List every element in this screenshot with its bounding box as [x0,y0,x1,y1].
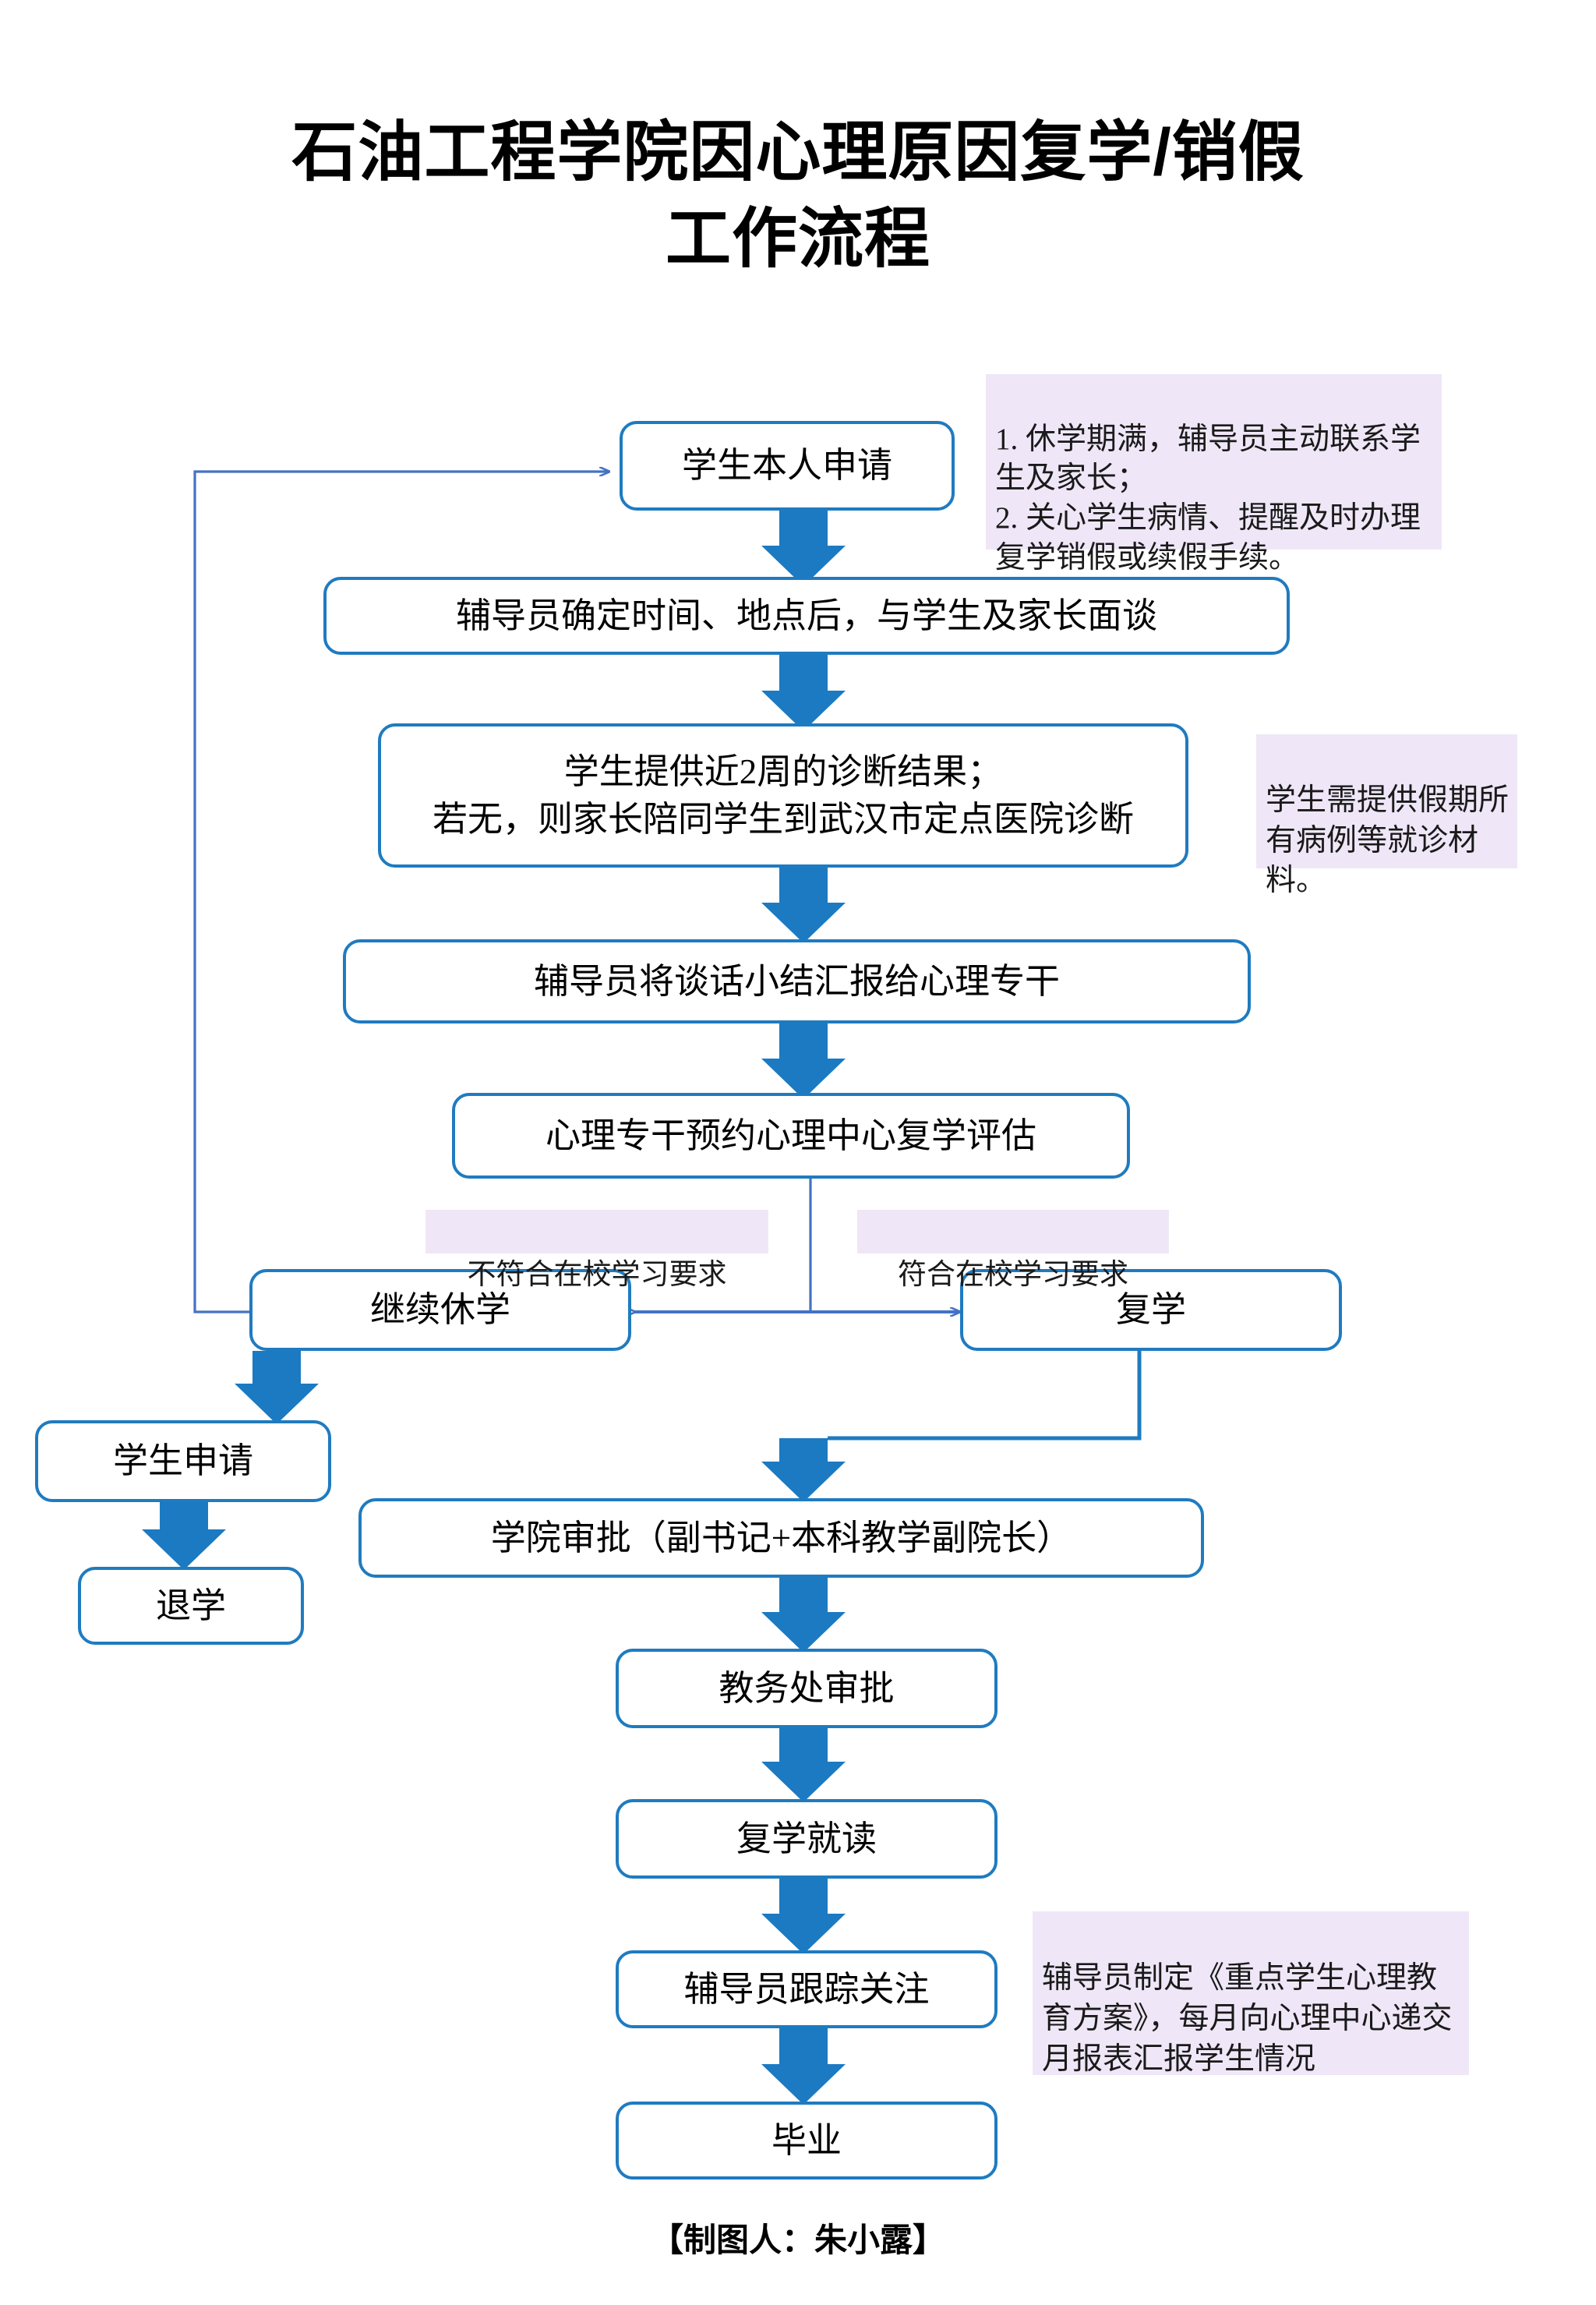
arrow-followup-to-graduate [761,2027,846,2105]
node-label: 教务处审批 [719,1668,895,1708]
node-label: 退学 [155,1586,226,1625]
node-student-request[interactable]: 学生申请 [35,1420,331,1502]
node-continue-leave[interactable]: 继续休学 [249,1269,631,1351]
arrow-request-to-withdraw [142,1501,226,1570]
node-resume-study[interactable]: 复学 [960,1269,1342,1351]
arrow-diagnosis-to-report [761,865,846,943]
node-label: 学生本人申请 [681,446,892,486]
branch-label-text: 符合在校学习要求 [898,1259,1128,1291]
note-text: 学生需提供假期所有病例等就诊材料。 [1266,783,1509,898]
arrow-leave-to-request [235,1351,319,1424]
node-student-apply[interactable]: 学生本人申请 [620,421,955,511]
node-label: 学院审批（副书记+本科教学副院长） [490,1518,1072,1557]
arrow-attend-to-followup [761,1876,846,1954]
title-line-1: 石油工程学院因心理原因复学/销假 [291,115,1305,189]
branch-label-qualified: 符合在校学习要求 [857,1210,1169,1291]
footer-author: 【制图人：朱小露】 [0,2214,1596,2261]
node-counselor-meeting[interactable]: 辅导员确定时间、地点后，与学生及家长面谈 [323,577,1290,655]
note-top-right: 1. 休学期满，辅导员主动联系学生及家长； 2. 关心学生病情、提醒及时办理复学… [986,374,1442,574]
node-label: 继续休学 [369,1290,510,1330]
arrow-report-to-evaluation [761,1021,846,1099]
note-followup-plan: 辅导员制定《重点学生心理教育方案》，每月向心理中心递交月报表汇报学生情况 [1033,1911,1469,2076]
arrow-meeting-to-diagnosis [761,653,846,731]
node-college-approval[interactable]: 学院审批（副书记+本科教学副院长） [358,1498,1204,1578]
branch-label-not-qualified: 不符合在校学习要求 [425,1210,768,1291]
feedback-loop-wire [193,472,609,1313]
node-label: 复学就读 [736,1819,877,1858]
decision-split-wire [635,1177,960,1312]
footer-text: 【制图人：朱小露】 [650,2222,945,2258]
note-text: 1. 休学期满，辅导员主动联系学生及家长； 2. 关心学生病情、提醒及时办理复学… [995,422,1421,574]
note-materials: 学生需提供假期所有病例等就诊材料。 [1256,734,1517,897]
page-title: 石油工程学院因心理原因复学/销假 工作流程 [0,109,1596,282]
node-label: 学生提供近2周的诊断结果； 若无，则家长陪同学生到武汉市定点医院诊断 [432,752,1134,839]
node-center-evaluation[interactable]: 心理专干预约心理中心复学评估 [452,1093,1130,1179]
node-counselor-followup[interactable]: 辅导员跟踪关注 [616,1950,998,2028]
node-academic-affairs-approval[interactable]: 教务处审批 [616,1649,998,1728]
arrow-apply-to-meeting [761,509,846,586]
node-label: 学生申请 [112,1441,253,1481]
branch-label-text: 不符合在校学习要求 [467,1259,727,1291]
node-label: 辅导员跟踪关注 [683,1969,930,2009]
node-label: 心理专干预约心理中心复学评估 [545,1115,1036,1155]
arrow-affairs-to-attend [761,1727,846,1802]
node-label: 复学 [1115,1290,1186,1330]
arrow-college-to-affairs [761,1576,846,1653]
node-label: 毕业 [771,2120,842,2160]
note-text: 辅导员制定《重点学生心理教育方案》，每月向心理中心递交月报表汇报学生情况 [1042,1960,1453,2076]
node-report-to-specialist[interactable]: 辅导员将谈话小结汇报给心理专干 [343,939,1251,1023]
node-label: 辅导员确定时间、地点后，与学生及家长面谈 [455,596,1157,635]
node-withdraw[interactable]: 退学 [78,1567,304,1645]
node-diagnosis[interactable]: 学生提供近2周的诊断结果； 若无，则家长陪同学生到武汉市定点医院诊断 [378,723,1188,868]
node-label: 辅导员将谈话小结汇报给心理专干 [533,961,1060,1001]
resume-to-college-wire [761,1351,1142,1502]
node-resume-attend[interactable]: 复学就读 [616,1799,998,1879]
title-line-2: 工作流程 [665,201,930,275]
node-graduate[interactable]: 毕业 [616,2102,998,2179]
